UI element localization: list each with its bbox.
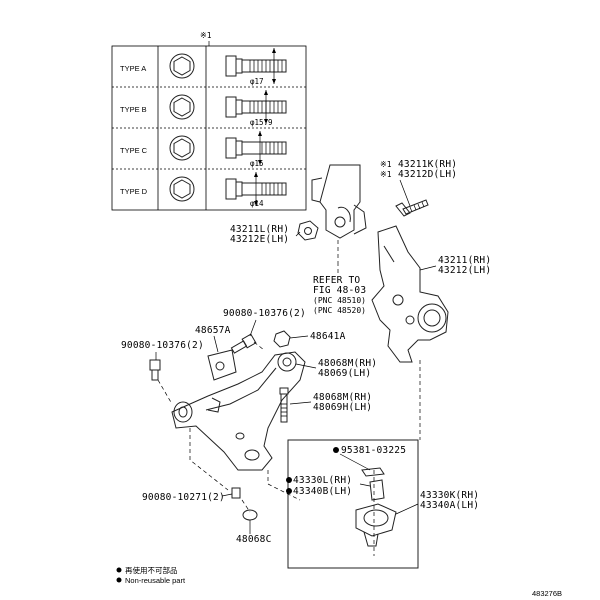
non-reusable-dot-icon: [333, 447, 339, 453]
callout-43211k-mark: ※1: [380, 160, 392, 169]
callouts: ※1 43211K(RH) ※1 43212D(LH) 43211L(RH) 4…: [121, 159, 491, 545]
nut-icon: [297, 220, 319, 241]
legend: 再使用不可部品 Non-reusable part: [116, 565, 186, 585]
bolt-icon: [395, 199, 429, 217]
refer-line-4: (PNC 48520): [313, 306, 366, 315]
bolt-icon: [149, 359, 161, 381]
bolt-icon: [279, 387, 289, 423]
dim-type-c: φ15: [250, 159, 264, 168]
callout-48069h: 48069H(LH): [313, 402, 372, 413]
legend-line-1: 再使用不可部品: [125, 565, 178, 575]
bolt-side-view-a: [225, 48, 287, 84]
dim-type-d: φ14: [250, 199, 264, 208]
bolt-side-view-d: [225, 172, 287, 206]
bolt-side-view-b: [225, 90, 287, 124]
callout-43212d: 43212D(LH): [398, 169, 457, 180]
callout-43330l: 43330L(RH): [293, 475, 352, 486]
callout-43212: 43212(LH): [438, 265, 491, 276]
non-reusable-dot-icon: [286, 477, 292, 483]
refer-line-1: REFER TO: [313, 275, 360, 286]
non-reusable-dot-icon: [116, 567, 122, 573]
non-reusable-dot-icon: [116, 577, 122, 583]
bolt-head-end-view: [169, 53, 195, 202]
nut-icon: [273, 330, 291, 348]
dim-type-b: φ15.9: [250, 118, 273, 127]
type-a-label: TYPE A: [120, 64, 146, 73]
type-c-label: TYPE C: [120, 146, 148, 155]
bolt-side-view-c: [225, 131, 287, 165]
steering-knuckle: [371, 225, 449, 363]
callout-48068m-a: 48068M(RH): [318, 358, 377, 369]
table-note-mark: ※1: [200, 31, 212, 40]
callout-90080-10271: 90080-10271(2): [142, 492, 225, 503]
callout-90080-10376-top: 90080-10376(2): [223, 308, 306, 319]
callout-43330k: 43330K(RH): [420, 490, 479, 501]
lower-control-arm: [171, 351, 306, 471]
ball-joint: [287, 439, 419, 569]
callout-48068m-b: 48068M(RH): [313, 392, 372, 403]
dim-type-a: φ17: [250, 77, 264, 86]
callout-43212e: 43212E(LH): [230, 234, 289, 245]
callout-43212d-mark: ※1: [380, 170, 392, 179]
callout-43340a: 43340A(LH): [420, 500, 479, 511]
figure-code: 483276B: [532, 589, 562, 598]
callout-48069: 48069(LH): [318, 368, 371, 379]
callout-43340b: 43340B(LH): [293, 486, 352, 497]
bolt-icon: [230, 333, 257, 354]
refer-line-2: FIG 48-03: [313, 285, 366, 296]
callout-48657a: 48657A: [195, 325, 231, 336]
bushing-bracket: [207, 349, 237, 381]
type-b-label: TYPE B: [120, 105, 147, 114]
callout-43211: 43211(RH): [438, 255, 491, 266]
refer-line-3: (PNC 48510): [313, 296, 366, 305]
callout-48068c: 48068C: [236, 534, 272, 545]
callout-95381-03225: 95381-03225: [341, 445, 406, 456]
legend-line-2: Non-reusable part: [125, 576, 186, 585]
type-d-label: TYPE D: [120, 187, 148, 196]
callout-48641a: 48641A: [310, 331, 346, 342]
callout-43211k: 43211K(RH): [398, 159, 457, 170]
bolt-icon: [231, 487, 241, 499]
callout-43211l: 43211L(RH): [230, 224, 289, 235]
strut-assembly: [311, 164, 367, 262]
non-reusable-dot-icon: [286, 488, 292, 494]
callout-90080-10376-left: 90080-10376(2): [121, 340, 204, 351]
bolt-type-table: ※1 TYPE A TYPE B TYPE C TYPE D: [111, 31, 307, 211]
